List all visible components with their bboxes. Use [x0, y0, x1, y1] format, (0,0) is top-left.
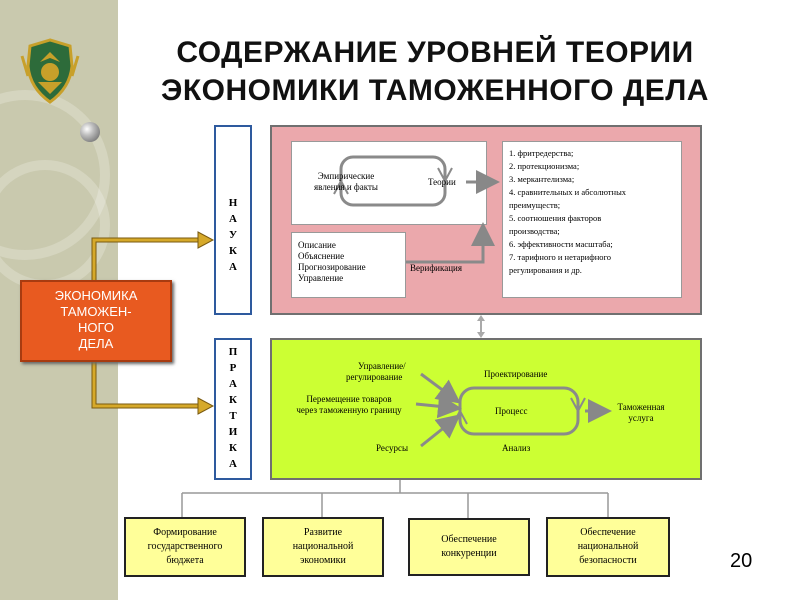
economics-customs-box: ЭКОНОМИКА ТАМОЖЕН- НОГО ДЕЛА — [20, 280, 172, 362]
outcome-line: конкуренции — [441, 548, 497, 559]
outcome-line: безопасности — [579, 555, 637, 566]
outcome-tree — [181, 480, 609, 518]
page-number: 20 — [730, 550, 753, 572]
science-label-box: Н А У К А — [214, 125, 252, 315]
theory-item: 2. протекционизма; — [509, 161, 580, 171]
letter: А — [229, 458, 237, 470]
gold-connector-science — [91, 231, 215, 280]
customs-emblem-icon — [18, 36, 82, 108]
outcome-line: национальной — [577, 541, 639, 552]
function-item: Прогнозирование — [298, 262, 366, 272]
letter: Т — [229, 410, 237, 422]
theory-item: 5. соотношения факторов — [509, 213, 602, 223]
theory-item: 3. меркантелизма; — [509, 174, 575, 184]
management-label: Управление/ регулирование — [346, 361, 406, 383]
title-line-2: ЭКОНОМИКИ ТАМОЖЕННОГО ДЕЛА — [161, 74, 709, 107]
letter: К — [229, 245, 237, 257]
letter: А — [229, 213, 237, 225]
verification-label: Верификация — [410, 263, 462, 273]
movement-label: Перемещение товаров через таможенную гра… — [284, 394, 414, 416]
service-line: Таможенная — [617, 402, 665, 412]
theory-item: регулирования и др. — [509, 265, 582, 275]
management-line: Управление/ — [358, 361, 406, 371]
outcome-security: Обеспечение национальной безопасности — [546, 517, 670, 577]
economics-line: ЭКОНОМИКА — [54, 288, 138, 303]
sphere-decoration-icon — [80, 122, 100, 142]
empirical-line: Эмпирические — [317, 171, 375, 181]
letter: И — [228, 426, 238, 438]
economics-line: НОГО — [78, 320, 114, 335]
process-label: Процесс — [495, 406, 528, 416]
title-line-1: СОДЕРЖАНИЕ УРОВНЕЙ ТЕОРИИ — [176, 36, 694, 69]
theory-item: 6. эффективности масштаба; — [509, 239, 613, 249]
arrow-management-in — [420, 372, 461, 404]
service-line: услуга — [628, 413, 654, 423]
letter: К — [229, 442, 237, 454]
slide-title: СОДЕРЖАНИЕ УРОВНЕЙ ТЕОРИИ ЭКОНОМИКИ ТАМО… — [125, 34, 745, 110]
functions-box: Описание Объяснение Прогнозирование Упра… — [291, 232, 406, 298]
letter: У — [228, 229, 238, 241]
letter: П — [228, 346, 238, 358]
practice-block — [270, 338, 702, 480]
theory-item: 7. тарифного и нетарифного — [509, 252, 612, 262]
letter: Н — [228, 197, 238, 209]
theory-list-box: 1. фритредерства; 2. протекционизма; 3. … — [502, 141, 682, 298]
empirical-label: Эмпирические явления и факты — [300, 171, 392, 193]
function-item: Описание — [298, 240, 336, 250]
empirical-line: явления и факты — [314, 182, 378, 192]
arrow-movement-in — [415, 394, 462, 419]
gold-connector-practice — [91, 362, 215, 415]
practice-label-box: П Р А К Т И К А — [214, 338, 252, 480]
theory-item: производства; — [509, 226, 560, 236]
function-item: Объяснение — [298, 251, 345, 261]
letter: А — [229, 261, 237, 273]
empirical-theory-box — [291, 141, 487, 225]
letter: Р — [229, 362, 237, 374]
management-line: регулирование — [346, 372, 403, 382]
customs-service-label: Таможенная услуга — [606, 402, 676, 424]
outcome-line: национальной — [292, 541, 354, 552]
outcome-line: Обеспечение — [441, 534, 497, 545]
outcome-economy: Развитие национальной экономики — [262, 517, 384, 577]
theory-item: 4. сравнительных и абсолютных — [509, 187, 627, 197]
analysis-label: Анализ — [502, 443, 531, 453]
economics-line: ТАМОЖЕН- — [60, 304, 132, 319]
functions-list: Описание Объяснение Прогнозирование Упра… — [292, 233, 405, 284]
theory-item: 1. фритредерства; — [509, 148, 574, 158]
resources-label: Ресурсы — [376, 443, 409, 453]
theory-list: 1. фритредерства; 2. протекционизма; 3. … — [503, 142, 681, 277]
outcome-line: Формирование — [153, 527, 217, 538]
outcome-line: государственного — [147, 541, 223, 552]
movement-line: Перемещение товаров — [306, 394, 392, 404]
economics-line: ДЕЛА — [78, 336, 114, 351]
letter: К — [229, 394, 237, 406]
outcome-line: экономики — [300, 555, 346, 566]
letter: А — [229, 378, 237, 390]
outcome-budget: Формирование государственного бюджета — [124, 517, 246, 577]
movement-line: через таможенную границу — [296, 405, 402, 415]
outcome-line: Развитие — [303, 527, 343, 538]
outcome-line: бюджета — [166, 555, 204, 566]
practice-letters: П Р А К Т И К А — [216, 340, 250, 472]
design-label: Проектирование — [484, 369, 548, 379]
science-letters: Н А У К А — [216, 127, 250, 275]
outcome-line: Обеспечение — [580, 527, 636, 538]
function-item: Управление — [298, 273, 344, 283]
arrow-resources-in — [420, 414, 461, 448]
verification-arrow — [406, 222, 495, 264]
outcome-competition: Обеспечение конкуренции — [408, 518, 530, 576]
theories-label: Теории — [428, 177, 456, 187]
theory-item: преимуществ; — [509, 200, 561, 210]
